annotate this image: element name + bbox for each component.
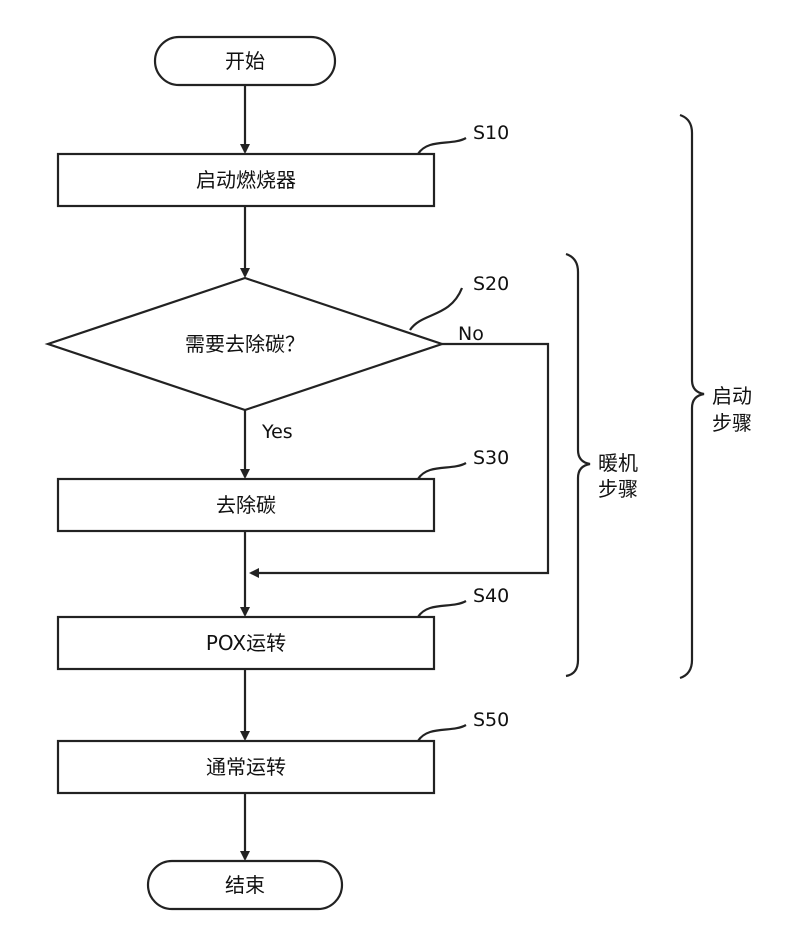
startup-label-line1: 启动: [712, 384, 752, 408]
step-s50-id: S50: [473, 709, 509, 731]
startup-brace: [680, 115, 704, 678]
warmup-label-line1: 暖机: [598, 451, 638, 475]
step-s10-id: S10: [473, 122, 509, 144]
step-s50-label: 通常运转: [206, 755, 286, 779]
step-s30-leader: [418, 463, 466, 479]
decision-s20-label: 需要去除碳？: [185, 332, 305, 356]
start-label: 开始: [225, 49, 265, 73]
step-s50-leader: [418, 725, 466, 741]
branch-yes-label: Yes: [261, 421, 293, 443]
decision-s20-id: S20: [473, 273, 509, 295]
step-s10-label: 启动燃烧器: [196, 168, 296, 192]
step-s10-leader: [418, 138, 466, 154]
step-s40-leader: [418, 601, 466, 617]
warmup-brace: [566, 254, 590, 676]
end-label: 结束: [225, 873, 265, 897]
decision-s20-leader: [410, 288, 462, 330]
step-s30-id: S30: [473, 447, 509, 469]
branch-no-label: No: [458, 323, 484, 345]
step-s30-label: 去除碳: [216, 493, 276, 517]
step-s40-label: POX运转: [206, 631, 286, 655]
warmup-label-line2: 步骤: [598, 477, 638, 501]
startup-label-line2: 步骤: [712, 411, 752, 435]
step-s40-id: S40: [473, 585, 509, 607]
